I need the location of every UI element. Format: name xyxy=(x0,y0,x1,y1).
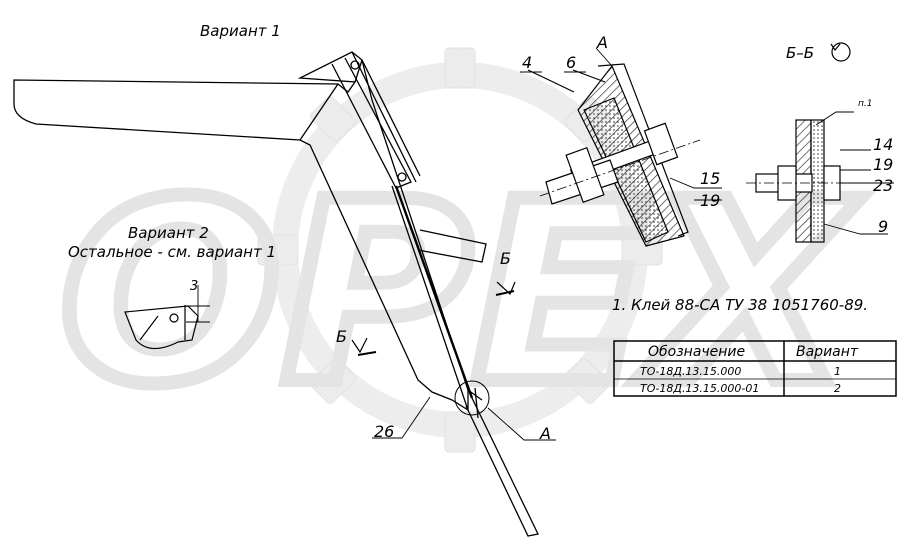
callout-a-bottom: А xyxy=(539,424,551,443)
labels: Вариант 1 Б–Б Вариант 2 Остальное - см. … xyxy=(68,22,893,443)
watermark: OPEX xyxy=(53,47,868,453)
part-23: 23 xyxy=(873,176,893,195)
leader-lines xyxy=(372,47,894,441)
table-header-designation: Обозначение xyxy=(648,344,745,360)
part-6: 6 xyxy=(566,53,576,72)
table-header-variant: Вариант xyxy=(796,344,859,360)
callout-b-upper: Б xyxy=(500,249,511,268)
rest-see-note: Остальное - см. вариант 1 xyxy=(68,243,276,261)
main-bracket xyxy=(13,51,539,537)
watermark-text: OPEX xyxy=(60,148,861,439)
variant2-title: Вариант 2 xyxy=(128,224,209,242)
variant-table xyxy=(613,340,897,397)
section-title: Б–Б xyxy=(786,44,814,62)
part-15: 15 xyxy=(700,169,720,188)
table-cell: 1 xyxy=(834,365,841,378)
glue-note: 1. Клей 88-СА ТУ 38 1051760-89. xyxy=(612,296,868,314)
part-19b: 19 xyxy=(873,155,893,174)
table-cell: ТО-18Д.13.15.000 xyxy=(640,365,741,378)
part-4: 4 xyxy=(522,53,532,72)
section-markers xyxy=(351,281,516,356)
part-14: 14 xyxy=(873,135,893,154)
note-ref: п.1 xyxy=(858,99,872,109)
callout-a-top: А xyxy=(596,33,608,52)
part-19: 19 xyxy=(700,191,720,210)
callout-b-lower: Б xyxy=(336,327,347,346)
table-cell: 2 xyxy=(834,382,841,395)
part-26: 26 xyxy=(374,422,394,441)
detail-a xyxy=(527,63,701,247)
part-9: 9 xyxy=(878,217,888,236)
variant1-title: Вариант 1 xyxy=(200,22,281,40)
variant2-detail xyxy=(124,285,210,350)
table-cell: ТО-18Д.13.15.000-01 xyxy=(640,382,759,395)
dim-3: 3 xyxy=(190,279,198,294)
section-bb xyxy=(746,42,856,243)
